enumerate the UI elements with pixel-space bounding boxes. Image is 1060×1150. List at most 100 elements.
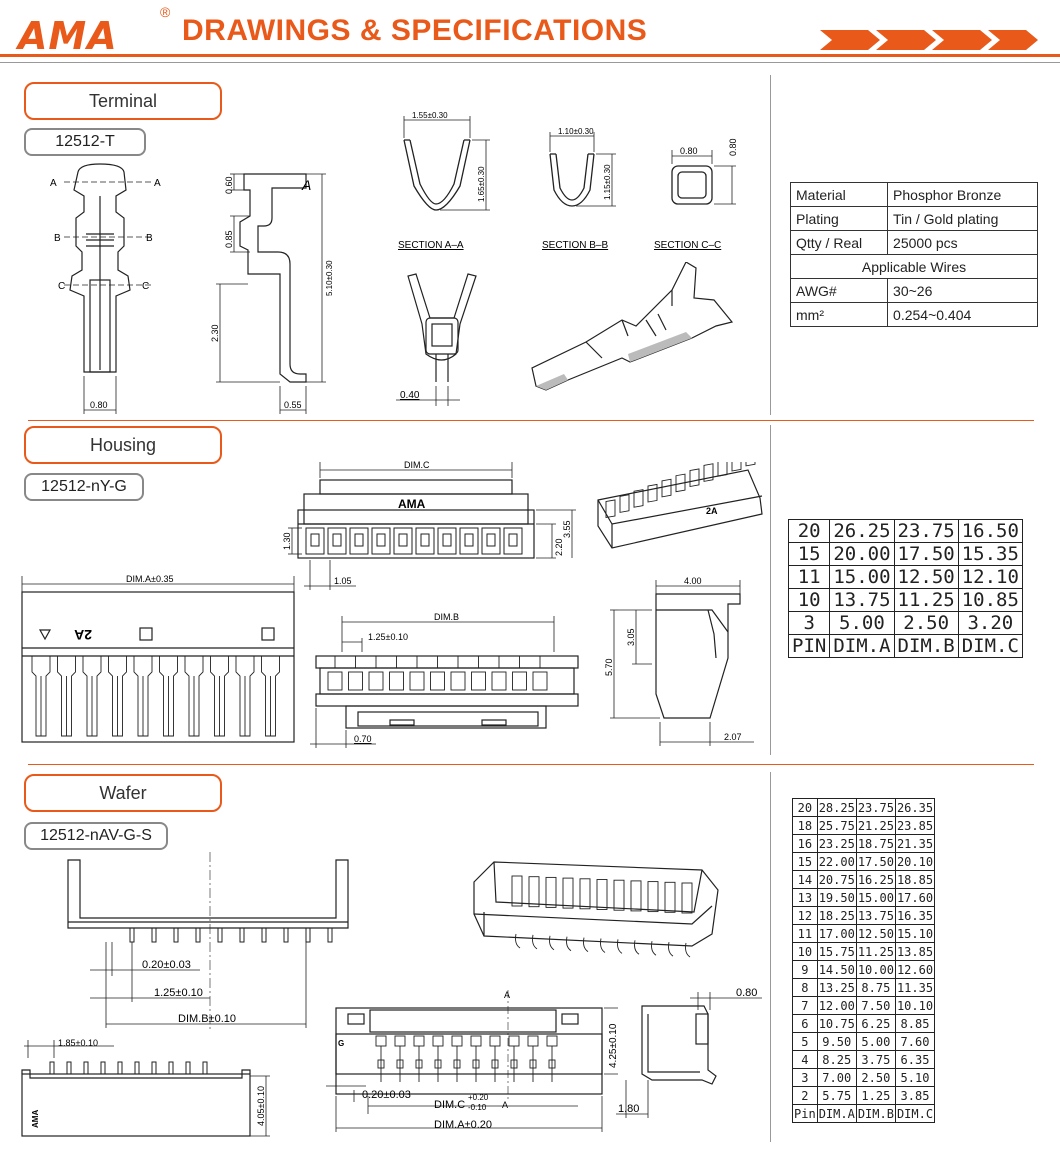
wafer-iso-pin xyxy=(651,941,657,956)
housing-iso-view: 2A xyxy=(597,462,763,549)
wafer-iso-pin xyxy=(583,937,589,952)
wafer-pin xyxy=(217,927,223,943)
spec-label: AWG# xyxy=(789,278,889,303)
wafer-top-view: A A G 0.20±0.03 DIM.C +0.20 -0.10 DIM.A±… xyxy=(326,990,618,1132)
dim-h220: 2.20 xyxy=(554,538,564,556)
housing-cavity-inner xyxy=(398,533,408,547)
table-cell: 15.35 xyxy=(957,542,1023,566)
wafer-bottom-pin xyxy=(66,1061,72,1075)
table-cell: 8.25 xyxy=(816,1050,857,1069)
wafer-iso-slot xyxy=(647,881,659,913)
table-cell: 15 xyxy=(787,542,831,566)
housing-iso-slot xyxy=(703,463,714,482)
dim-sec-b-height: 1.15±0.30 xyxy=(603,164,612,200)
spec-label: Qtty / Real xyxy=(789,230,889,255)
terminal-side-view: A 0.60 0.85 2.30 5.10±0.30 0.55 xyxy=(210,173,334,414)
housing-side-view: DIM.A±0.35 2A xyxy=(21,574,295,743)
wafer-top-pad xyxy=(453,1059,461,1069)
table-cell: 11 xyxy=(792,924,818,943)
wafer-iso-pin xyxy=(668,942,674,957)
table-cell: 14.50 xyxy=(816,960,857,979)
dim-pitch-wafer: 1.25±0.10 xyxy=(154,987,203,999)
wafer-bottom-pin xyxy=(83,1061,89,1075)
housing-cavity xyxy=(459,527,479,555)
wafer-bottom-pin xyxy=(100,1061,106,1075)
table-cell: 26.25 xyxy=(829,519,895,543)
table-cell: 2.50 xyxy=(855,1068,896,1087)
housing-cavity-inner xyxy=(376,533,386,547)
part-number-terminal: 12512-T xyxy=(24,128,146,156)
dim-a-label: DIM.A±0.35 xyxy=(126,574,173,584)
wafer-pin xyxy=(327,927,333,943)
housing-cavity xyxy=(305,527,325,555)
housing-bottom-slot xyxy=(471,671,486,691)
housing-front-view: DIM.C AMA 1.30 2.20 3.55 1.05 xyxy=(282,460,576,590)
table-cell: 15 xyxy=(792,852,818,871)
table-cell: 3 xyxy=(792,1068,818,1087)
table-cell: 8 xyxy=(792,978,818,997)
dim-w400: 4.00 xyxy=(684,576,702,586)
housing-cavity-inner xyxy=(332,533,342,547)
table-cell: 7.00 xyxy=(816,1068,857,1087)
dim-h305: 3.05 xyxy=(626,628,636,646)
dim-w080: 0.80 xyxy=(736,987,757,999)
dim-pin-width: 0.20±0.03 xyxy=(142,959,191,971)
wafer-bottom-pin xyxy=(117,1061,123,1075)
marker-c-right: C xyxy=(142,281,149,292)
table-cell: 12.10 xyxy=(957,565,1023,589)
table-cell: 13.25 xyxy=(816,978,857,997)
table-cell: 3 xyxy=(787,611,831,635)
wafer-iso-slot xyxy=(545,876,557,908)
dim-h355: 3.55 xyxy=(562,520,572,538)
section-label-terminal: Terminal xyxy=(24,82,222,120)
wafer-pin xyxy=(195,927,201,943)
dim-sec-a-width: 1.55±0.30 xyxy=(412,111,448,120)
wafer-top-contact xyxy=(413,1035,425,1047)
table-cell: 17.50 xyxy=(855,852,896,871)
section-separator-2 xyxy=(28,764,1034,765)
table-cell: 7 xyxy=(792,996,818,1015)
spec-value: Phosphor Bronze xyxy=(887,182,1038,207)
wafer-top-contact xyxy=(489,1035,501,1047)
wafer-mark-g: G xyxy=(338,1039,344,1048)
housing-cavity-inner xyxy=(442,533,452,547)
dim-side-top: 0.60 xyxy=(224,176,234,194)
wafer-top-pad xyxy=(434,1059,442,1069)
table-cell: 11.25 xyxy=(893,588,959,612)
table-cell: 25.75 xyxy=(816,816,857,835)
table-cell: 20 xyxy=(787,519,831,543)
table-cell: 23.85 xyxy=(894,816,936,835)
wafer-top-contact xyxy=(508,1035,520,1047)
wafer-iso-pin xyxy=(600,938,606,953)
table-cell: 28.25 xyxy=(816,798,857,817)
table-cell: DIM.C xyxy=(894,1104,936,1123)
housing-iso-slot xyxy=(605,499,616,519)
wafer-pin xyxy=(239,927,245,943)
dim-h425: 4.25±0.10 xyxy=(608,1023,618,1068)
table-cell: 11.25 xyxy=(855,942,896,961)
housing-cavity-inner xyxy=(310,533,320,547)
housing-iso-slot xyxy=(745,462,756,467)
wafer-top-contact xyxy=(451,1035,463,1047)
table-cell: DIM.A xyxy=(829,634,895,658)
spec-value: Tin / Gold plating xyxy=(887,206,1038,231)
wafer-mark-a-top: A xyxy=(504,990,510,1000)
table-cell: 2.50 xyxy=(893,611,959,635)
dim-a-wafer: DIM.A±0.20 xyxy=(434,1119,492,1131)
wafer-iso-slot xyxy=(630,880,642,912)
table-cell: 8.85 xyxy=(894,1014,936,1033)
header-rule xyxy=(0,54,1060,57)
spec-wires-title: Applicable Wires xyxy=(790,254,1038,279)
dim-c-tol-plus: +0.20 xyxy=(468,1093,489,1102)
housing-iso-slot xyxy=(731,462,742,472)
wafer-top-pad xyxy=(491,1059,499,1069)
wafer-iso-pin xyxy=(515,933,521,949)
table-cell: 5.10 xyxy=(894,1068,936,1087)
table-cell: 8.75 xyxy=(855,978,896,997)
wafer-bottom-pin xyxy=(168,1061,174,1075)
wafer-top-contact xyxy=(527,1035,539,1047)
table-cell: 5.00 xyxy=(829,611,895,635)
